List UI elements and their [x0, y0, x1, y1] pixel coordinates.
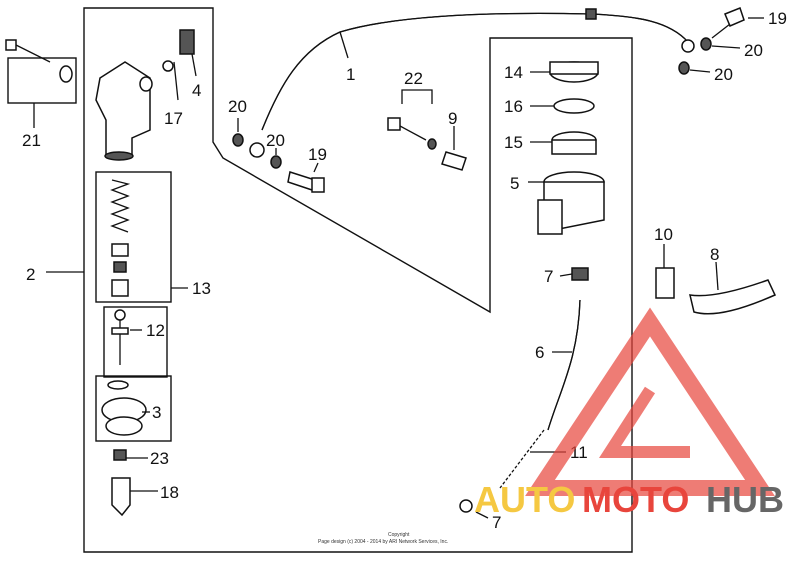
callout-1: 1 — [346, 65, 355, 84]
bolt-21 — [5, 39, 73, 83]
callout-21: 21 — [22, 131, 41, 150]
brake-hose — [249, 8, 695, 158]
callout-9: 9 — [448, 109, 457, 128]
callout-20c: 20 — [744, 41, 763, 60]
callout-17: 17 — [164, 109, 183, 128]
watermark-moto: MOTO — [582, 479, 689, 520]
reservoir-tube — [459, 267, 589, 513]
callout-6: 6 — [535, 343, 544, 362]
watermark-logo — [525, 307, 775, 496]
callout-15: 15 — [504, 133, 523, 152]
callout-7b: 7 — [492, 513, 501, 532]
callout-4: 4 — [192, 81, 201, 100]
callout-22: 22 — [404, 69, 423, 88]
callout-20a: 20 — [228, 97, 247, 116]
frame-lines — [7, 7, 633, 553]
callout-14: 14 — [504, 63, 523, 82]
callout-5: 5 — [510, 174, 519, 193]
callout-3: 3 — [152, 403, 161, 422]
callout-13: 13 — [192, 279, 211, 298]
banjo-bolt-19 — [678, 7, 745, 75]
piston-assembly-13 — [110, 179, 131, 297]
reservoir-parts — [537, 61, 605, 235]
watermark-wordmark: AUTO MOTO HUB — [474, 479, 784, 520]
callout-23: 23 — [150, 449, 169, 468]
copyright-line-2: Page design (c) 2004 - 2014 by ARI Netwo… — [318, 539, 448, 545]
boot-3 — [101, 380, 147, 436]
callout-10: 10 — [654, 225, 673, 244]
hose-fittings — [232, 133, 325, 193]
watermark-auto: AUTO — [474, 479, 575, 520]
pushrod-12 — [111, 309, 129, 365]
callout-2: 2 — [26, 265, 35, 284]
callout-19b: 19 — [768, 9, 787, 28]
callout-8: 8 — [710, 245, 719, 264]
callout-16: 16 — [504, 97, 523, 116]
bracket-8 — [655, 267, 777, 315]
bleeder-4 — [162, 29, 195, 72]
callout-20b: 20 — [266, 131, 285, 150]
copyright-line-1: Copyright — [388, 532, 410, 538]
bolt-22 — [387, 117, 467, 171]
callout-19a: 19 — [308, 145, 327, 164]
callout-20d: 20 — [714, 65, 733, 84]
callout-18: 18 — [160, 483, 179, 502]
master-cylinder-body — [95, 61, 153, 161]
watermark-hub: HUB — [706, 479, 784, 520]
leader-lines — [33, 17, 764, 519]
watermark-triangle-icon — [525, 307, 775, 496]
callout-12: 12 — [146, 321, 165, 340]
joint-18 — [111, 449, 131, 517]
callout-7a: 7 — [544, 267, 553, 286]
